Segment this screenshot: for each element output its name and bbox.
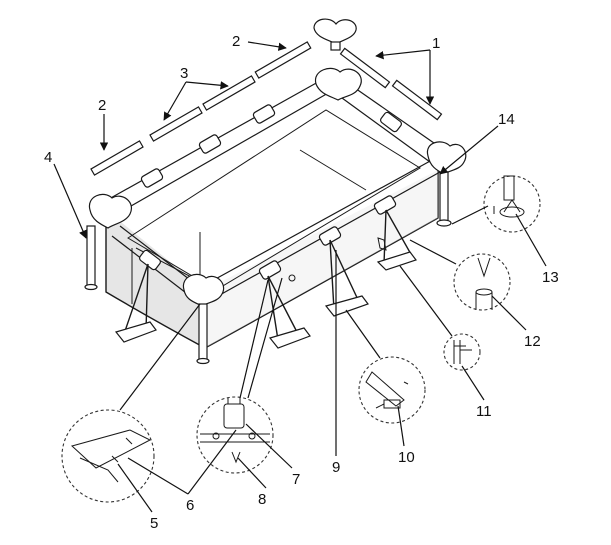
callout-14: 14	[498, 111, 515, 128]
detail-bubble-pin	[443, 333, 481, 371]
top-frame	[99, 76, 445, 297]
loose-pipe-2-left	[90, 140, 144, 176]
loose-pipe-1-a	[339, 47, 391, 89]
callout-1: 1	[432, 35, 440, 52]
callout-13: 13	[542, 269, 559, 286]
callout-3: 3	[180, 65, 188, 82]
callout-5: 5	[150, 515, 158, 532]
legs	[84, 171, 452, 365]
callout-12: 12	[524, 333, 541, 350]
callout-8: 8	[258, 491, 266, 508]
a-frame-supports	[114, 209, 417, 349]
leader-lines	[53, 41, 547, 513]
detail-bubble-corner	[61, 409, 155, 503]
callout-2-left: 2	[98, 97, 106, 114]
corner-joint-back	[314, 67, 362, 101]
corner-joint-left	[88, 193, 132, 229]
callout-labels: 1 2 2 3 4 5 6 7 8 9 10 11 12 13 14	[44, 33, 559, 532]
loose-corner-joint	[313, 18, 357, 51]
loose-pipe-3-b	[202, 75, 256, 111]
loose-pipe-1-b	[391, 79, 443, 121]
t-joints-back-rail	[139, 104, 402, 280]
callout-11: 11	[476, 403, 492, 420]
callout-6: 6	[186, 497, 194, 514]
detail-bubble-t-joint	[196, 396, 274, 474]
detail-bubble-leg-base	[358, 356, 426, 424]
callout-2-top: 2	[232, 33, 240, 50]
callout-9: 9	[332, 459, 340, 476]
callout-7: 7	[292, 471, 300, 488]
loose-pipe-3-a	[149, 106, 203, 142]
detail-bubble-valve	[483, 175, 541, 233]
loose-pipe-2-top	[254, 41, 312, 79]
detail-bubble-clip	[453, 253, 511, 311]
corner-joint-right	[426, 141, 467, 175]
callout-4: 4	[44, 149, 52, 166]
callout-10: 10	[398, 449, 415, 466]
corner-joint-front	[182, 273, 225, 307]
